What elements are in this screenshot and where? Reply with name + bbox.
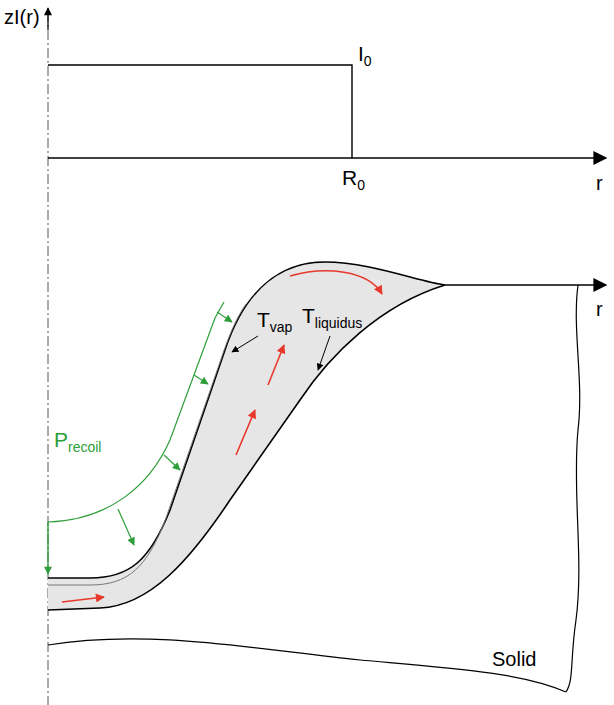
- flow-arrow: [236, 410, 255, 455]
- flow-arrow: [268, 345, 284, 385]
- leader-line: [232, 336, 258, 352]
- intensity-profile: [48, 65, 352, 158]
- recoil-arrow: [217, 312, 232, 322]
- intensity-label: I0: [358, 42, 372, 69]
- recoil-arrow: [118, 509, 134, 545]
- material-label: Solid: [492, 648, 536, 670]
- recoil-arrow: [164, 455, 180, 470]
- flow-arrow: [62, 597, 104, 602]
- isotherm-label: Tliquidus: [302, 304, 362, 331]
- solid-break-right: [566, 285, 580, 692]
- vaporization-isotherm: [48, 304, 246, 585]
- radius-label: R0: [342, 166, 365, 193]
- recoil-arrow: [194, 375, 208, 384]
- solid-break-bottom: [48, 639, 566, 692]
- melt-pool: [48, 262, 445, 610]
- isotherm-label: Tvap: [257, 308, 292, 335]
- liquidus-isotherm: [48, 285, 445, 610]
- axis-label: z: [4, 6, 14, 28]
- r-axis: [48, 157, 606, 158]
- flow-arrow: [290, 271, 382, 294]
- z-axis-arrow: [47, 8, 48, 30]
- pressure-label: Precoil: [54, 428, 101, 455]
- axis-label: I(r): [14, 6, 40, 28]
- surface-r-axis: [445, 284, 606, 286]
- recoil-envelope: [48, 302, 224, 522]
- axis-label: r: [596, 172, 603, 194]
- axis-label: r: [596, 298, 603, 320]
- leader-line: [318, 336, 330, 370]
- keyhole-wall: [48, 262, 445, 578]
- recoil-arrow: [47, 522, 48, 574]
